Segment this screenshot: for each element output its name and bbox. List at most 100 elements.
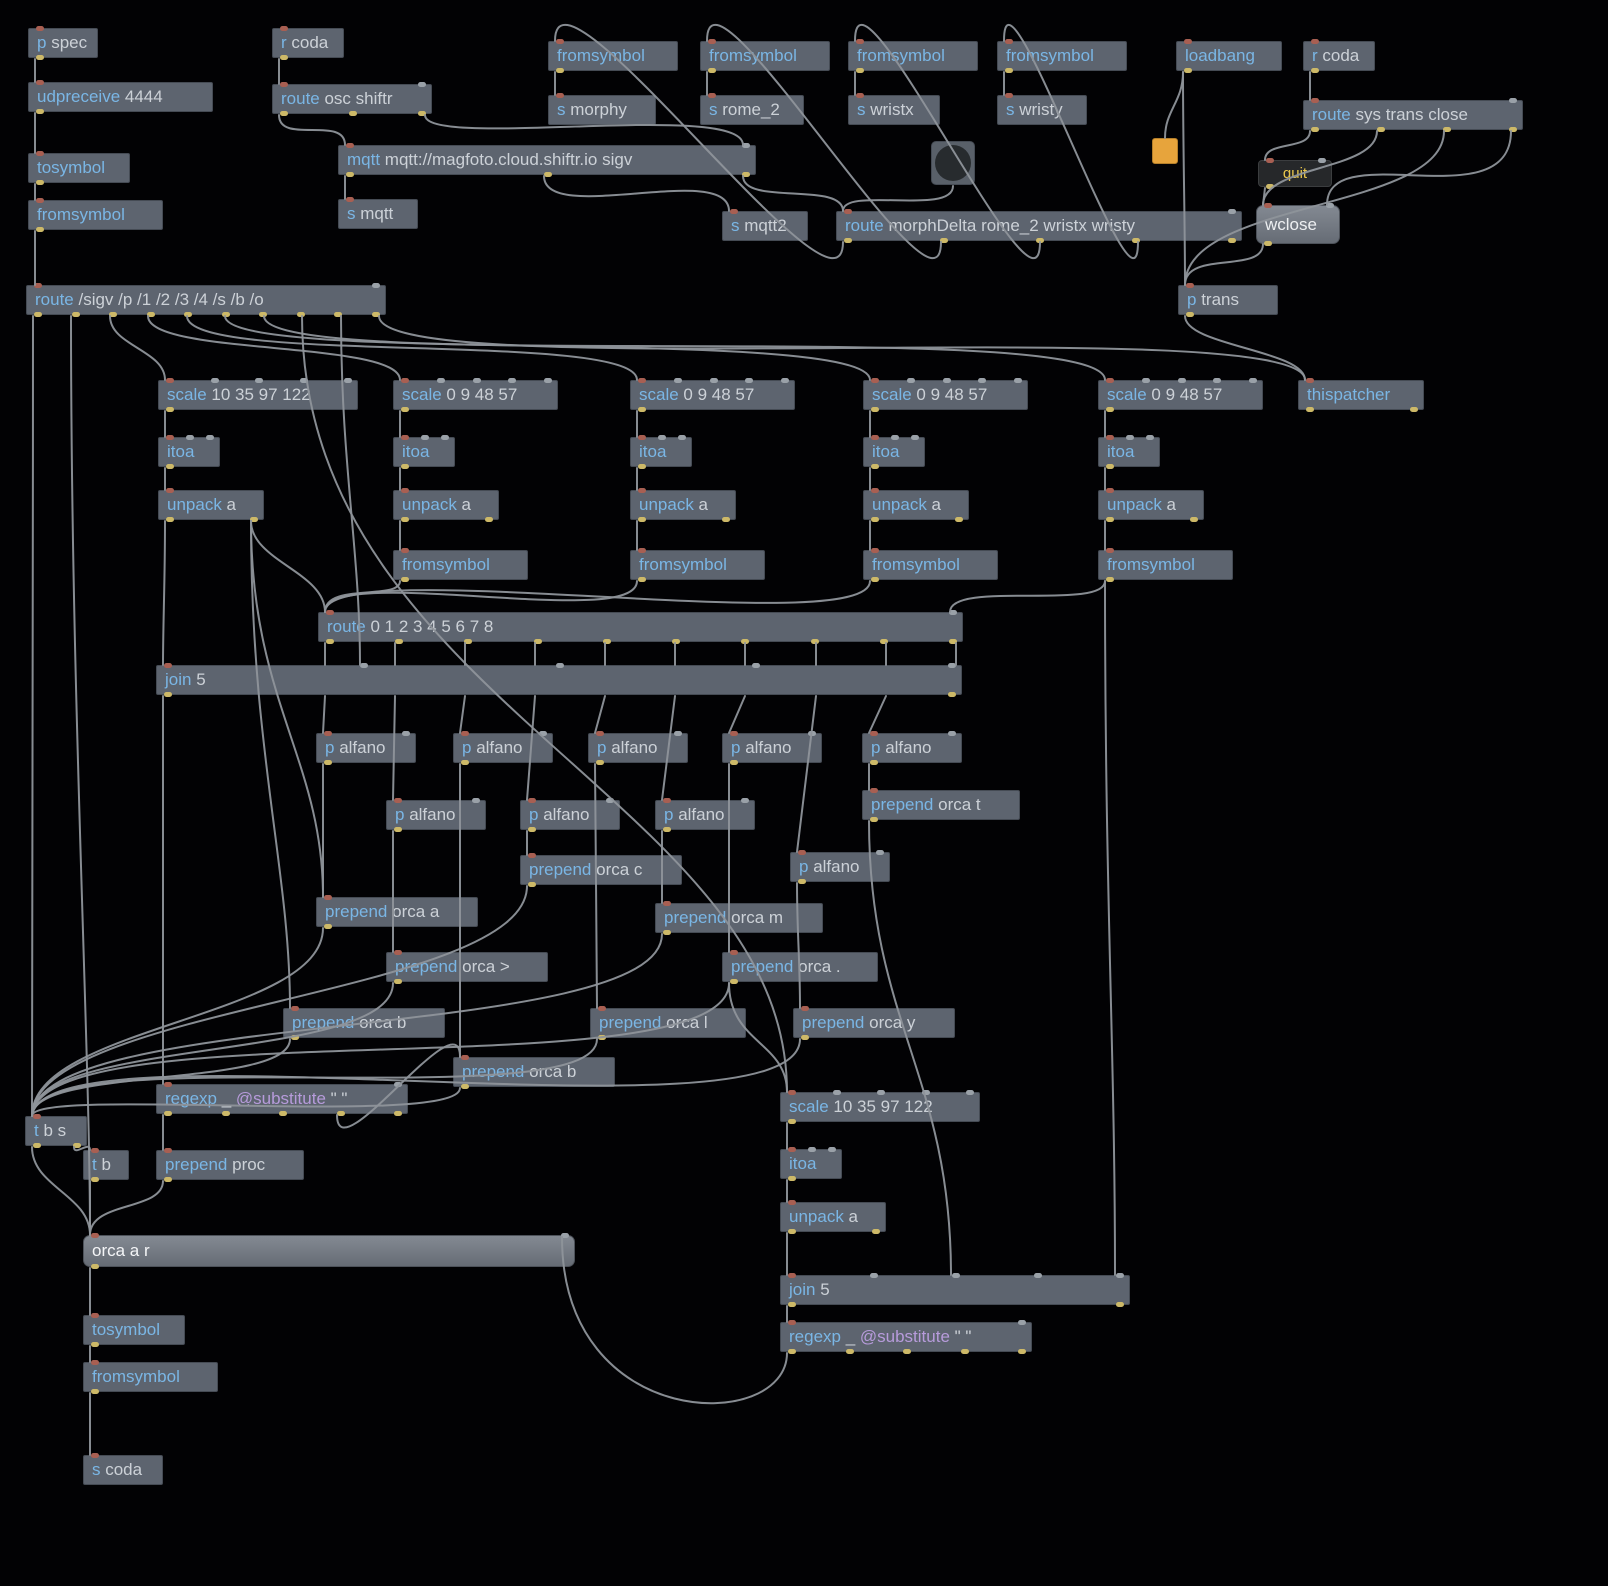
inlet-port[interactable] bbox=[1264, 203, 1272, 208]
object-unpack[interactable]: unpack a bbox=[1098, 488, 1204, 522]
inlet-port[interactable] bbox=[663, 901, 671, 906]
inlet-port[interactable] bbox=[206, 435, 214, 440]
outlet-port[interactable] bbox=[394, 1111, 402, 1116]
outlet-port[interactable] bbox=[1509, 127, 1517, 132]
inlet-port[interactable] bbox=[870, 1273, 878, 1278]
object-route-sigv[interactable]: route /sigv /p /1 /2 /3 /4 /s /b /o bbox=[26, 283, 386, 317]
object-tosymbol[interactable]: tosymbol bbox=[83, 1313, 185, 1347]
outlet-port[interactable] bbox=[109, 312, 117, 317]
object-prepend-orca-y[interactable]: prepend orca y bbox=[793, 1006, 955, 1040]
object-s-mqtt2[interactable]: s mqtt2 bbox=[722, 209, 808, 241]
outlet-port[interactable] bbox=[401, 577, 409, 582]
inlet-port[interactable] bbox=[1014, 378, 1022, 383]
outlet-port[interactable] bbox=[280, 55, 288, 60]
inlet-port[interactable] bbox=[798, 850, 806, 855]
outlet-port[interactable] bbox=[940, 238, 948, 243]
outlet-port[interactable] bbox=[1190, 517, 1198, 522]
object-mqtt[interactable]: mqtt mqtt://magfoto.cloud.shiftr.io sigv bbox=[338, 143, 756, 177]
inlet-port[interactable] bbox=[788, 1147, 796, 1152]
object-prepend-orca-l[interactable]: prepend orca l bbox=[590, 1006, 746, 1040]
outlet-port[interactable] bbox=[730, 760, 738, 765]
outlet-port[interactable] bbox=[672, 639, 680, 644]
inlet-port[interactable] bbox=[871, 488, 879, 493]
inlet-port[interactable] bbox=[949, 610, 957, 615]
outlet-port[interactable] bbox=[948, 692, 956, 697]
outlet-port[interactable] bbox=[955, 517, 963, 522]
outlet-port[interactable] bbox=[871, 407, 879, 412]
inlet-port[interactable] bbox=[730, 950, 738, 955]
inlet-port[interactable] bbox=[1228, 209, 1236, 214]
outlet-port[interactable] bbox=[871, 517, 879, 522]
inlet-port[interactable] bbox=[1142, 378, 1150, 383]
outlet-port[interactable] bbox=[166, 407, 174, 412]
inlet-port[interactable] bbox=[907, 378, 915, 383]
inlet-port[interactable] bbox=[91, 1233, 99, 1238]
inlet-port[interactable] bbox=[856, 93, 864, 98]
inlet-port[interactable] bbox=[1106, 488, 1114, 493]
outlet-port[interactable] bbox=[1036, 238, 1044, 243]
inlet-port[interactable] bbox=[871, 378, 879, 383]
inlet-port[interactable] bbox=[539, 731, 547, 736]
outlet-port[interactable] bbox=[395, 639, 403, 644]
outlet-port[interactable] bbox=[1106, 517, 1114, 522]
inlet-port[interactable] bbox=[1106, 435, 1114, 440]
outlet-port[interactable] bbox=[556, 68, 564, 73]
object-p-trans[interactable]: p trans bbox=[1178, 283, 1278, 317]
inlet-port[interactable] bbox=[34, 283, 42, 288]
outlet-port[interactable] bbox=[394, 979, 402, 984]
outlet-port[interactable] bbox=[1116, 1302, 1124, 1307]
outlet-port[interactable] bbox=[73, 1143, 81, 1148]
outlet-port[interactable] bbox=[1106, 577, 1114, 582]
inlet-port[interactable] bbox=[788, 1090, 796, 1095]
outlet-port[interactable] bbox=[418, 111, 426, 116]
outlet-port[interactable] bbox=[401, 517, 409, 522]
inlet-port[interactable] bbox=[561, 1233, 569, 1238]
inlet-port[interactable] bbox=[166, 488, 174, 493]
object-prepend-orca-b[interactable]: prepend orca b bbox=[453, 1055, 615, 1089]
object-prepend-orca-m[interactable]: prepend orca m bbox=[655, 901, 823, 935]
outlet-port[interactable] bbox=[279, 1111, 287, 1116]
outlet-port[interactable] bbox=[324, 924, 332, 929]
outlet-port[interactable] bbox=[638, 577, 646, 582]
outlet-port[interactable] bbox=[856, 68, 864, 73]
object-p-alfano[interactable]: p alfano bbox=[453, 731, 553, 765]
inlet-port[interactable] bbox=[324, 895, 332, 900]
outlet-port[interactable] bbox=[730, 979, 738, 984]
inlet-port[interactable] bbox=[752, 663, 760, 668]
object-udpreceive[interactable]: udpreceive 4444 bbox=[28, 80, 213, 114]
inlet-port[interactable] bbox=[461, 731, 469, 736]
object-s-mqtt[interactable]: s mqtt bbox=[338, 197, 418, 229]
inlet-port[interactable] bbox=[1146, 435, 1154, 440]
outlet-port[interactable] bbox=[596, 760, 604, 765]
object-regexp[interactable]: regexp _ @substitute " " bbox=[780, 1320, 1032, 1354]
inlet-port[interactable] bbox=[1034, 1273, 1042, 1278]
inlet-port[interactable] bbox=[833, 1090, 841, 1095]
object-fromsymbol[interactable]: fromsymbol bbox=[700, 39, 830, 73]
outlet-port[interactable] bbox=[222, 312, 230, 317]
inlet-port[interactable] bbox=[1311, 98, 1319, 103]
inlet-port[interactable] bbox=[164, 1148, 172, 1153]
inlet-port[interactable] bbox=[1509, 98, 1517, 103]
outlet-port[interactable] bbox=[147, 312, 155, 317]
outlet-port[interactable] bbox=[334, 312, 342, 317]
object-prepend-orca-c[interactable]: prepend orca c bbox=[520, 853, 682, 887]
outlet-port[interactable] bbox=[1005, 68, 1013, 73]
outlet-port[interactable] bbox=[1311, 127, 1319, 132]
object-unpack[interactable]: unpack a bbox=[863, 488, 969, 522]
outlet-port[interactable] bbox=[346, 172, 354, 177]
inlet-port[interactable] bbox=[36, 198, 44, 203]
inlet-port[interactable] bbox=[344, 378, 352, 383]
outlet-port[interactable] bbox=[36, 227, 44, 232]
object-p-alfano[interactable]: p alfano bbox=[655, 798, 755, 832]
object-fromsymbol[interactable]: fromsymbol bbox=[548, 39, 678, 73]
inlet-port[interactable] bbox=[346, 143, 354, 148]
object-s-rome2[interactable]: s rome_2 bbox=[700, 93, 804, 125]
object-tosymbol[interactable]: tosymbol bbox=[28, 151, 130, 185]
inlet-port[interactable] bbox=[674, 731, 682, 736]
inlet-port[interactable] bbox=[36, 26, 44, 31]
outlet-port[interactable] bbox=[372, 312, 380, 317]
outlet-port[interactable] bbox=[1106, 464, 1114, 469]
inlet-port[interactable] bbox=[461, 1055, 469, 1060]
inlet-port[interactable] bbox=[280, 82, 288, 87]
inlet-port[interactable] bbox=[36, 80, 44, 85]
